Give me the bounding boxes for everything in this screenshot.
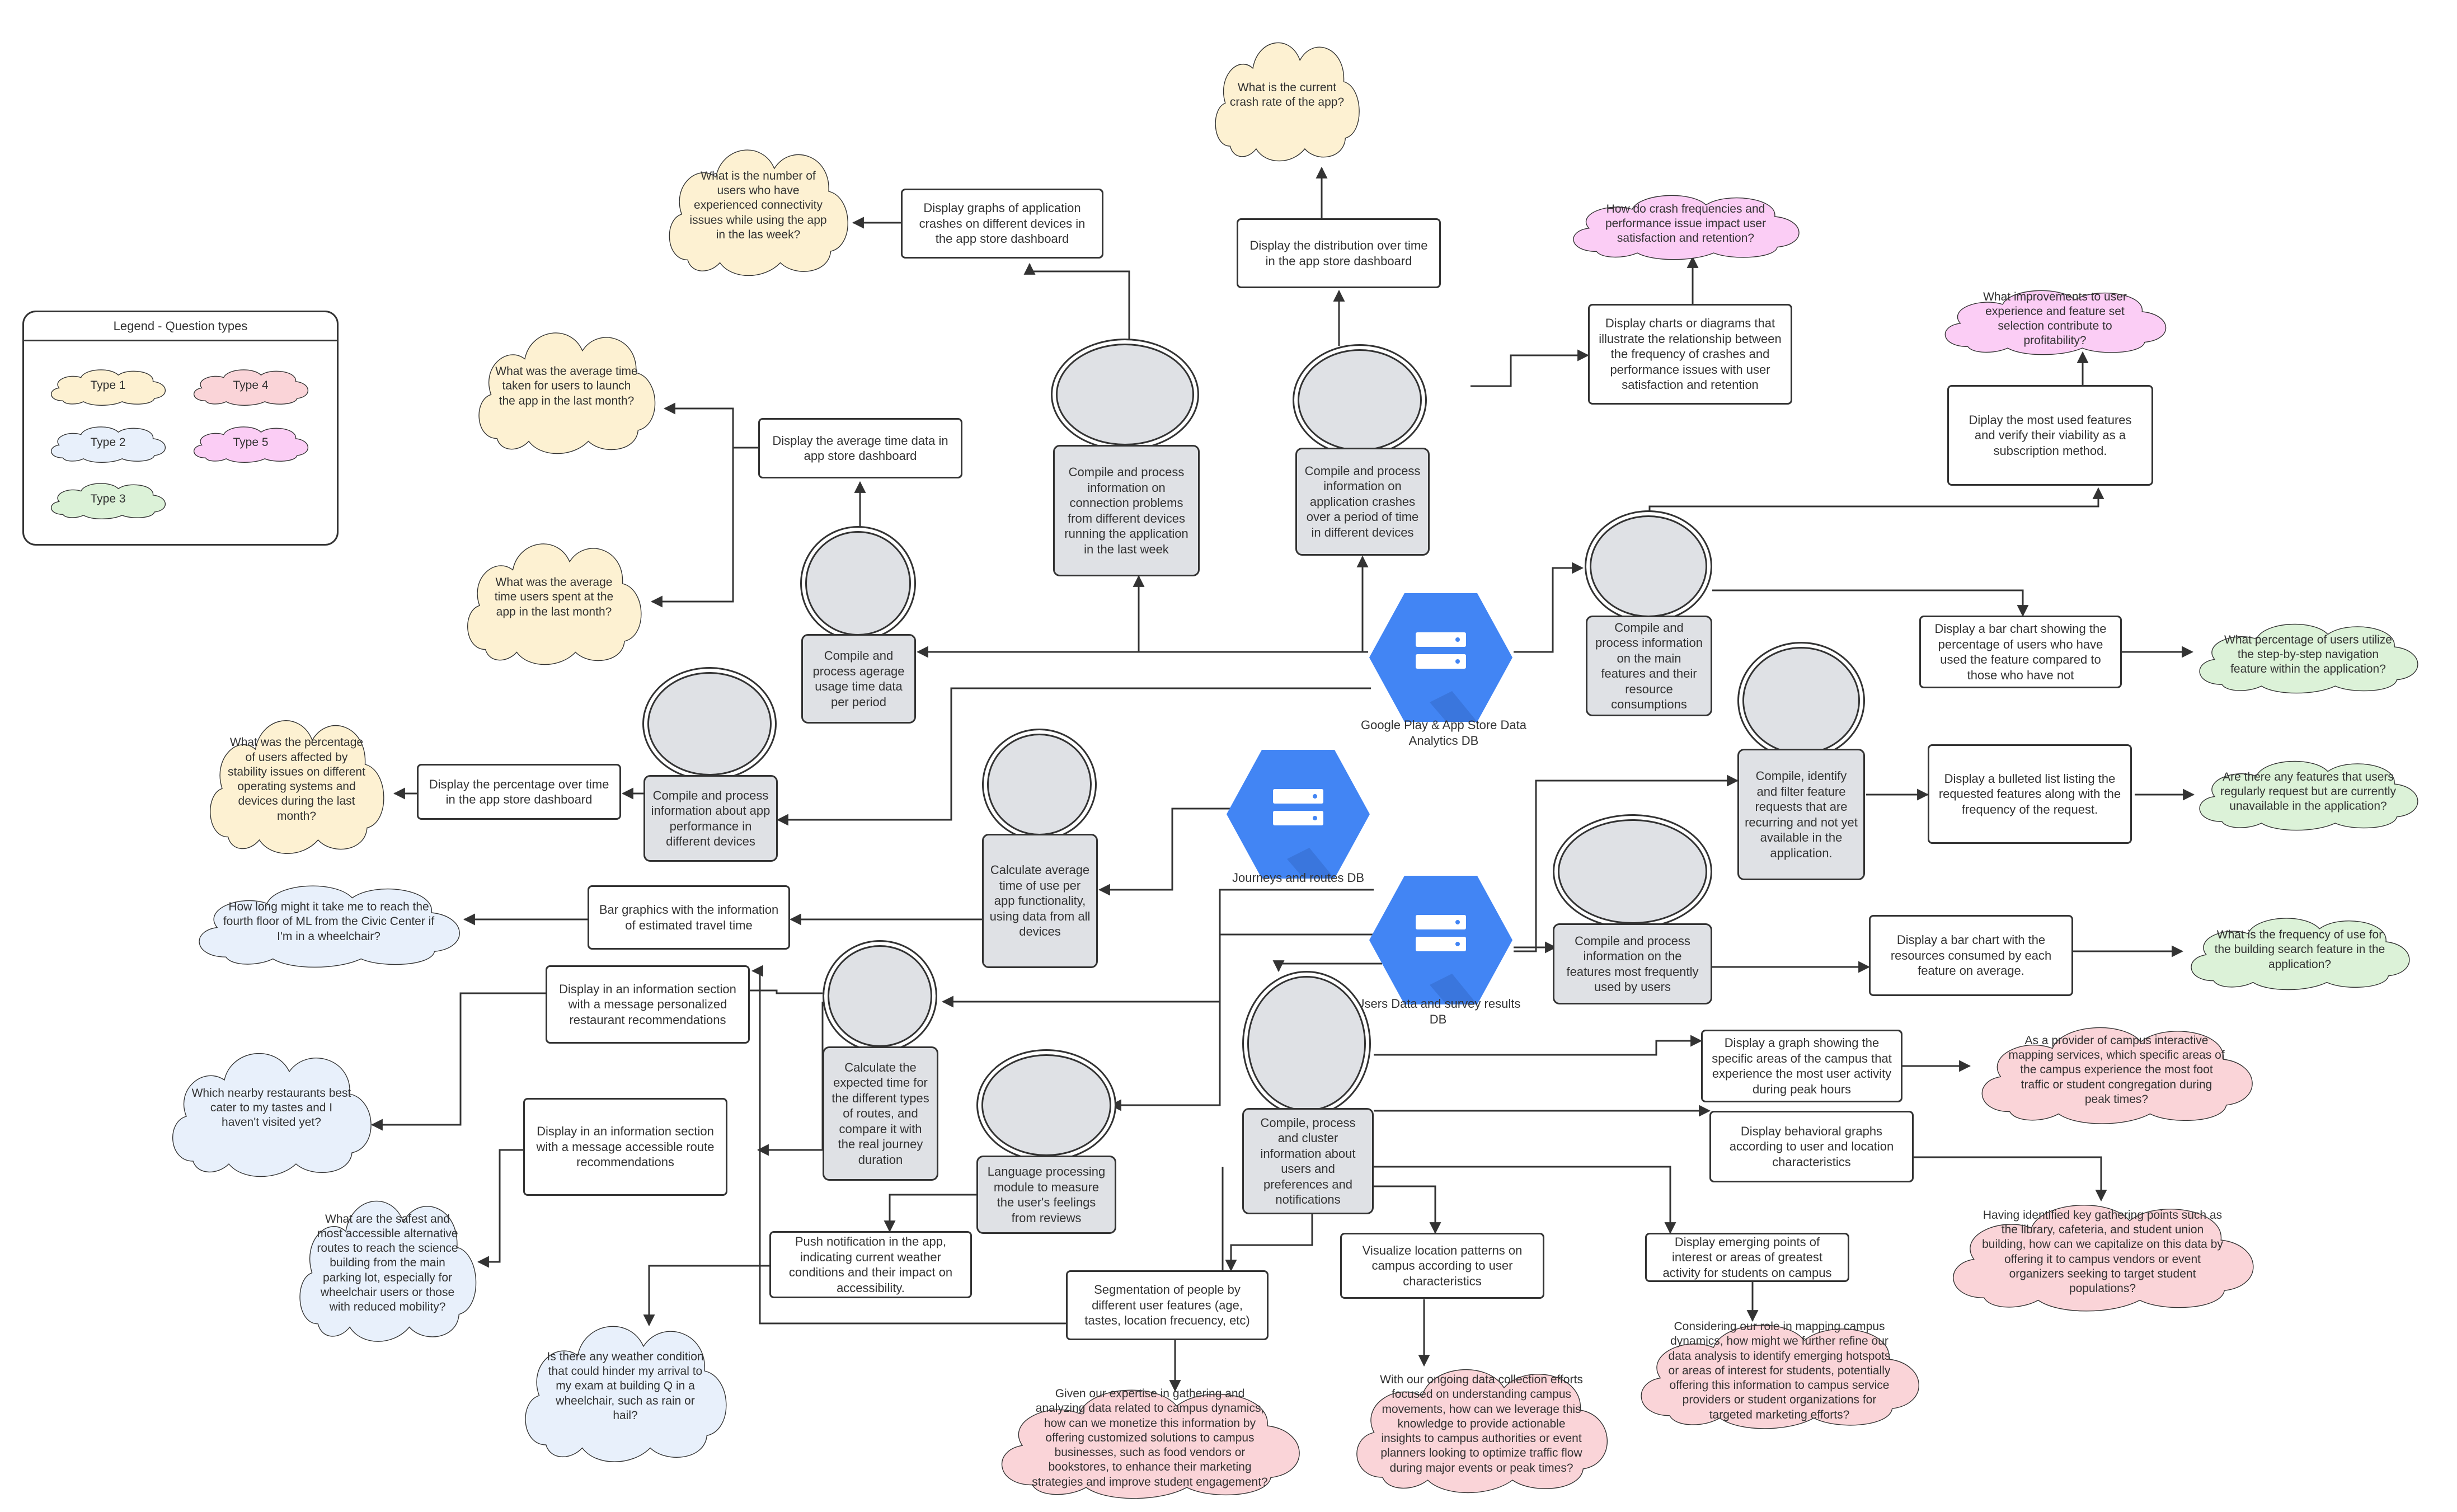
process-connection-problems: Compile and process information on conne… [1053,445,1200,576]
process-application-crashes: Compile and process information on appli… [1295,448,1430,556]
db-label-users: Users Data and survey results DB [1355,997,1521,1026]
output-graph-campus-areas: Display a graph showing the specific are… [1701,1030,1902,1102]
output-charts-relationship: Display charts or diagrams that illustra… [1588,304,1792,405]
question-cloud-type4: Given our expertise in gathering and ana… [982,1377,1318,1500]
edge-us-cluster [1272,960,1382,973]
question-cloud-type1: What is the number of users who have exp… [657,134,859,277]
output-visualize-location: Visualize location patterns on campus ac… [1340,1233,1544,1299]
process-main-features: Compile and process information on the m… [1586,616,1712,716]
output-behavioral-graphs: Display behavioral graphs according to u… [1709,1111,1914,1182]
process-expected-route-time: Calculate the expected time for the diff… [823,1046,938,1181]
process-node-ring [982,729,1097,840]
db-label-journeys: Journeys and routes DB [1232,871,1365,885]
output-route-section: Display in an information section with a… [523,1098,727,1196]
process-node-ring [823,940,937,1052]
legend-type4-swatch: Type 4 [186,365,315,406]
output-emerging-points: Display emerging points of interest or a… [1645,1233,1849,1282]
output-bar-travel-time: Bar graphics with the information of est… [588,885,790,950]
process-node-ring [1242,971,1371,1116]
output-push-notification: Push notification in the app, indicating… [769,1231,972,1298]
edge-connection-graphs [1023,262,1130,342]
process-node-ring [642,667,777,781]
edge-cluster-graph [1374,1035,1703,1056]
edge-language-push [884,1194,976,1233]
question-cloud-type3: What is the frequency of use for the bui… [2177,909,2423,990]
question-cloud-type2: How long might it take me to reach the f… [182,876,476,968]
process-language-processing: Language processing module to measure th… [976,1156,1116,1234]
process-features-most-used: Compile and process information on the f… [1553,923,1712,1004]
database-icon [1227,750,1370,879]
process-node-ring [976,1049,1116,1161]
question-cloud-type2: Is there any weather condition that coul… [512,1309,739,1463]
question-cloud-type3: Are there any features that users regula… [2185,753,2431,831]
edge-push-question [643,1265,769,1327]
output-distribution-over-time: Display the distribution over time in th… [1237,218,1441,288]
question-cloud-type1: What is the current crash rate of the ap… [1206,28,1368,162]
question-cloud-type4: Considering our role in mapping campus d… [1623,1312,1936,1430]
edge-behavioral-question [1914,1156,2107,1202]
process-cluster-users: Compile, process and cluster information… [1242,1108,1374,1214]
process-node-ring [1585,510,1712,622]
legend-title: Legend - Question types [24,312,337,341]
database-icon [1369,593,1512,722]
edge-expected-route [757,1002,824,1156]
output-bar-resources: Display a bar chart with the resources c… [1869,915,2073,996]
question-cloud-type1: What was the percentage of users affecte… [199,704,394,855]
process-node-ring [1051,339,1199,450]
edge-dashboard-launch [663,402,758,449]
legend-type5-swatch: Type 5 [186,422,315,463]
edge-dashboard-timespent [650,447,758,608]
output-graphs-crashes: Display graphs of application crashes on… [901,189,1103,259]
edge-gp-performance [776,687,1371,826]
output-restaurant-section: Display in an information section with a… [546,965,750,1044]
edge-cluster-emerging [1335,1166,1676,1234]
question-cloud-type1: What was the average time users spent at… [456,529,652,666]
edge-route-question [477,1149,523,1268]
process-node-ring [800,526,916,641]
process-app-performance: Compile and process information about ap… [643,775,778,862]
process-average-time-of-use: Calculate average time of use per app fu… [982,834,1098,968]
edge-gp-crashes [1356,555,1369,653]
legend-panel: Legend - Question types Type 1 Type 4 Ty… [22,311,339,546]
edge-gp-connection [1133,575,1365,653]
edge-crashes-charts [1471,349,1590,387]
process-node-ring [1737,642,1865,759]
legend-type2-swatch: Type 2 [44,422,172,463]
question-cloud-type5: What improvements to user experience and… [1930,283,2179,355]
edge-restaurant-question [370,992,546,1131]
output-segmentation: Segmentation of people by different user… [1066,1270,1269,1340]
question-cloud-type2: What are the safest and most accessible … [288,1184,487,1343]
edge-us-filter [1514,774,1739,952]
edge-expected-restaurant [734,984,823,997]
edge-features-barchart [1712,589,2029,617]
process-node-ring [1553,814,1712,929]
legend-type1-swatch: Type 1 [44,365,172,406]
edge-us-language [1109,933,1379,1111]
question-cloud-type1: What was the average time taken for user… [467,318,666,455]
edge-features-mostused [1648,487,2104,514]
process-node-ring [1293,344,1427,456]
output-average-time-dashboard: Display the average time data in app sto… [758,418,962,478]
edge-jr-avguse [1098,807,1232,896]
output-most-used-features: Diplay the most used features and verify… [1947,385,2153,486]
edge-gp-features [1514,562,1584,653]
process-filter-feature-requests: Compile, identify and filter feature req… [1737,749,1865,880]
process-usage-time: Compile and process agerage usage time d… [801,634,916,724]
output-bulleted-list: Display a bulleted list listing the requ… [1928,744,2132,844]
question-cloud-type4: As a provider of campus interactive mapp… [1964,1016,2269,1125]
question-cloud-type2: Which nearby restaurants best cater to m… [159,1038,383,1178]
question-cloud-type4: With our ongoing data collection efforts… [1340,1354,1623,1494]
question-cloud-type4: Having identified key gathering points s… [1933,1192,2272,1312]
legend-type3-swatch: Type 3 [44,479,172,519]
output-percentage-over-time: Display the percentage over time in the … [417,764,621,820]
database-icon [1369,876,1512,1004]
question-cloud-type3: What percentage of users utilize the ste… [2185,616,2431,694]
db-label-google-play: Google Play & App Store Data Analytics D… [1361,718,1526,748]
output-bar-chart-percentage: Display a bar chart showing the percenta… [1919,616,2122,688]
question-cloud-type5: How do crash frequencies and performance… [1558,187,1813,260]
edge-cluster-segmentation [1225,1212,1313,1272]
